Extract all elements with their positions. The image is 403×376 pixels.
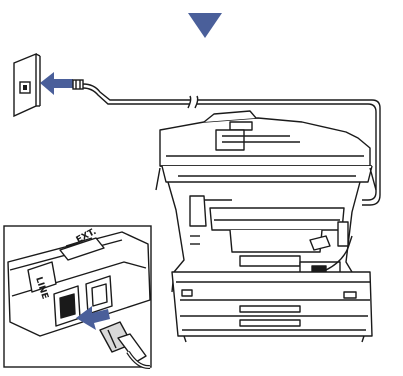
- arrow-left-icon: [40, 72, 73, 95]
- arrow-left-icon: [76, 306, 110, 330]
- down-triangle-icon: [188, 13, 222, 38]
- phone-wall-jack-icon: [13, 52, 41, 118]
- all-in-one-printer-icon: [155, 110, 377, 343]
- port-callout: EXT. LINE: [3, 225, 152, 370]
- telephone-cord-icon: [72, 79, 381, 206]
- rj11-plug-icon: [99, 321, 151, 370]
